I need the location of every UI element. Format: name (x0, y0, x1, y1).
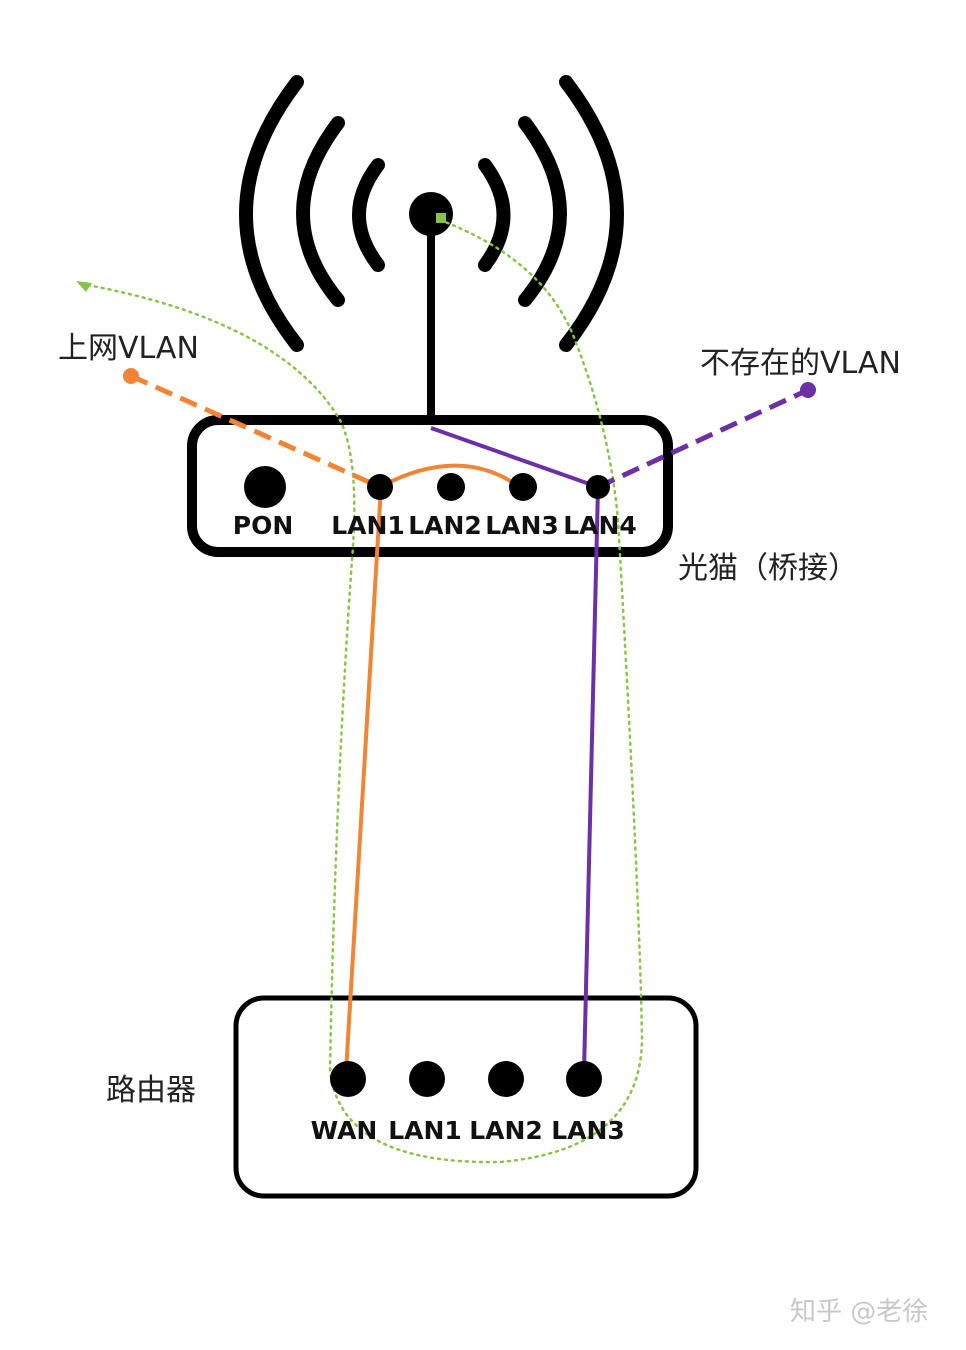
router-box (233, 995, 699, 1199)
modem-port-label-pon: PON (233, 511, 294, 540)
router-port-label-lan3: LAN3 (551, 1116, 625, 1145)
arrow-head-icon (76, 281, 92, 292)
antenna-wave-right-inner (478, 158, 511, 272)
antenna-wave-left-middle (296, 116, 345, 307)
modem-port-label-lan1: LAN1 (331, 511, 405, 540)
modem-port-lan4 (586, 475, 610, 499)
router-port-label-lan2: LAN2 (469, 1116, 543, 1145)
router-port-label-lan1: LAN1 (388, 1116, 462, 1145)
router-port-label-wan: WAN (311, 1116, 378, 1145)
internet-vlan-endpoint (123, 368, 139, 384)
nonexistent-vlan-label: 不存在的VLAN (700, 346, 901, 381)
router-ports (330, 1061, 602, 1097)
nonexistent-vlan-endpoint (800, 382, 816, 398)
antenna-wave-left-inner (352, 158, 385, 272)
router-port-lan3 (566, 1061, 602, 1097)
watermark: 知乎 @老徐 (790, 1297, 928, 1327)
modem-port-lan2 (437, 473, 465, 501)
modem-ports (244, 466, 610, 508)
green-marker (436, 213, 446, 223)
nonexistent-vlan-link (430, 382, 816, 1073)
modem-port-lan3 (509, 473, 537, 501)
modem-port-label-lan3: LAN3 (485, 511, 559, 540)
router-port-lan2 (488, 1061, 524, 1097)
internet-vlan-link (123, 368, 514, 1073)
modem-label: 光猫（桥接） (678, 551, 858, 586)
router-port-wan (330, 1061, 366, 1097)
router-port-lan1 (409, 1061, 445, 1097)
router-label: 路由器 (106, 1073, 196, 1108)
modem-port-label-lan4: LAN4 (563, 511, 637, 540)
dotted-path (80, 218, 644, 1164)
modem-port-lan1 (367, 474, 393, 500)
modem-port-pon (244, 466, 286, 508)
wifi-antenna-icon (239, 75, 624, 352)
modem-box (187, 415, 673, 557)
internet-vlan-label: 上网VLAN (58, 331, 199, 366)
antenna-wave-right-outer (559, 75, 624, 352)
antenna-wave-right-middle (518, 116, 567, 307)
antenna-wave-left-outer (239, 75, 304, 352)
modem-port-label-lan2: LAN2 (408, 511, 482, 540)
